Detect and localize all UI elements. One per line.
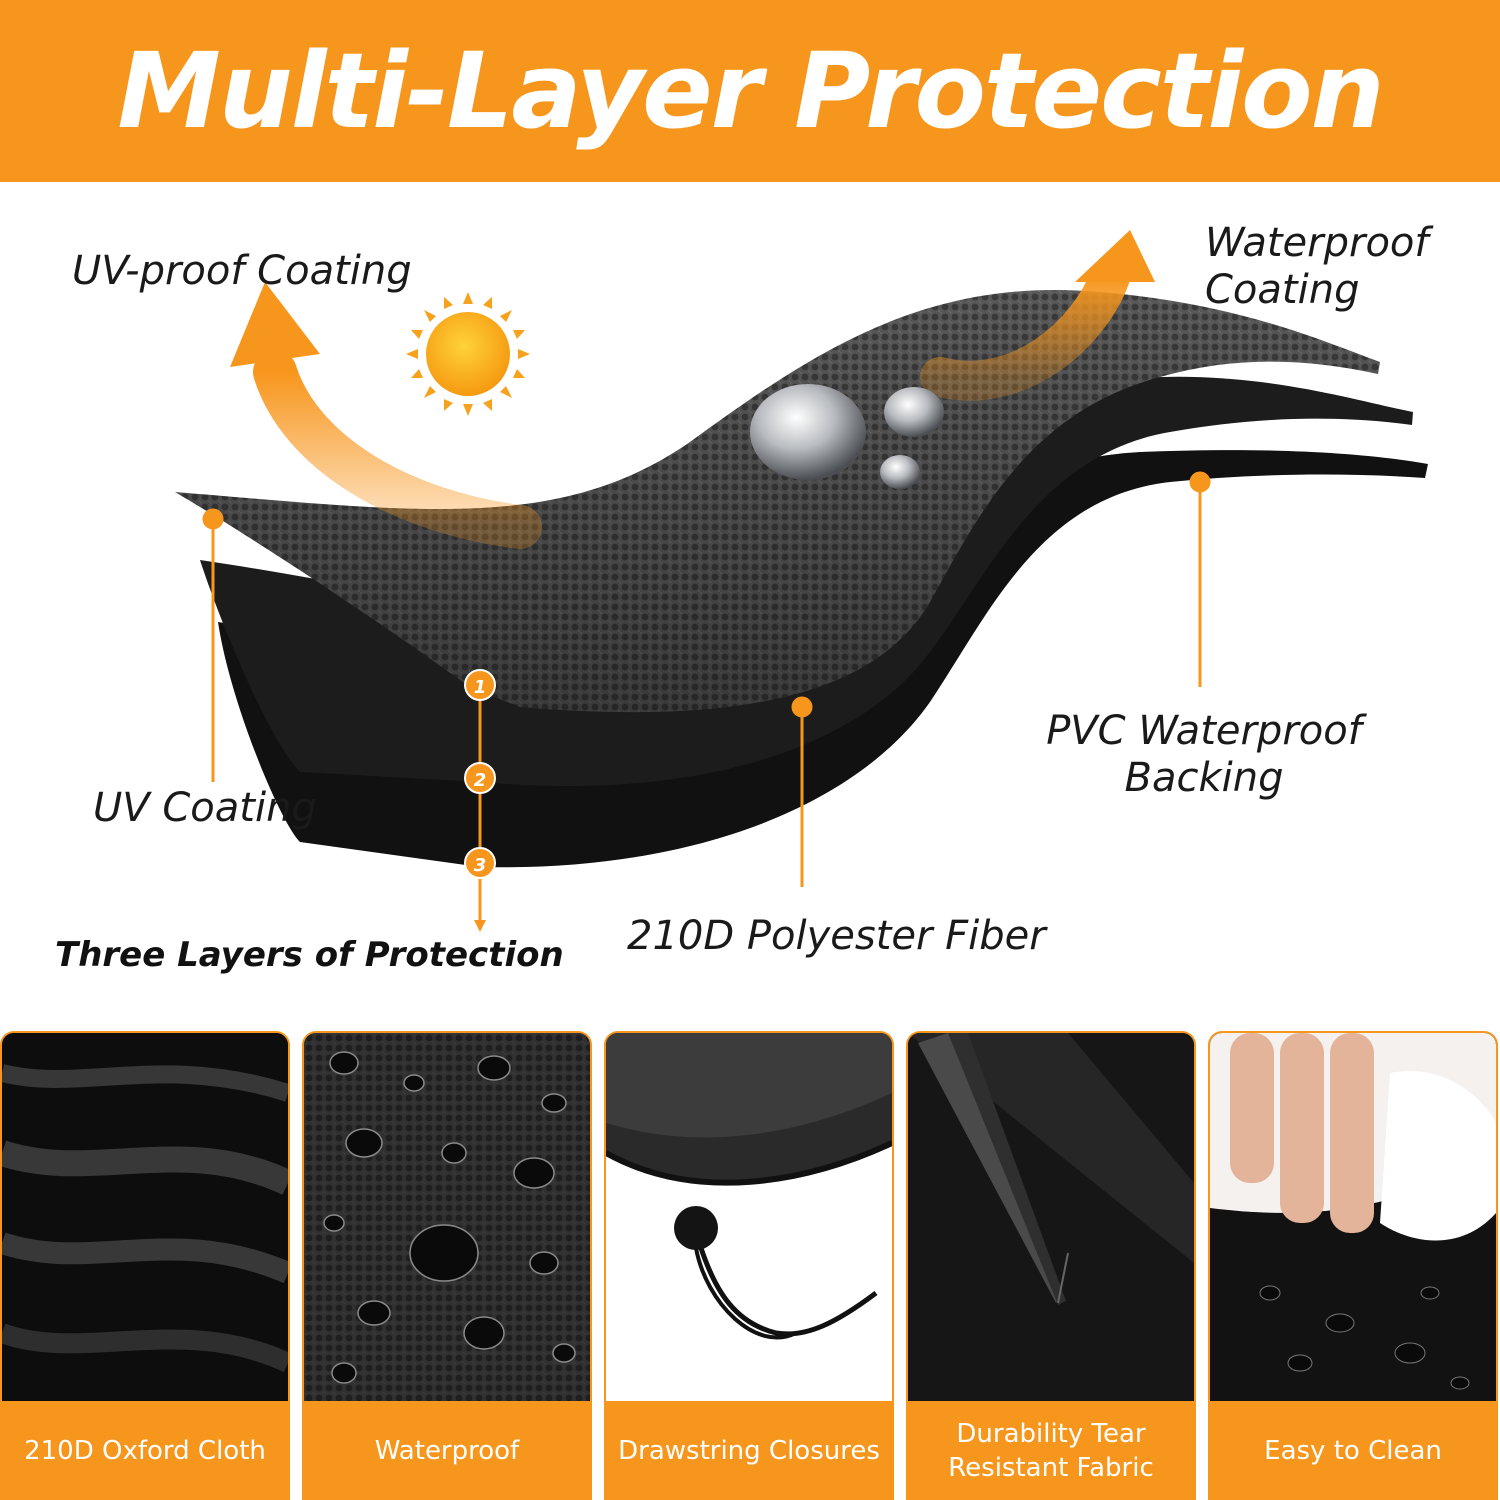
- layer-marker-2: 2: [464, 762, 496, 794]
- label-waterproof-coating: Waterproof Coating: [1205, 220, 1428, 314]
- waterproof-photo: [304, 1033, 590, 1401]
- water-arrow-icon: [920, 230, 1155, 401]
- feature-caption: 210D Oxford Cloth: [24, 1435, 266, 1466]
- uv-arrow-icon: [230, 282, 542, 549]
- water-droplet-icon: [750, 384, 944, 489]
- svg-text:3: 3: [474, 855, 487, 876]
- sun-icon: [406, 292, 530, 416]
- feature-caption: Waterproof: [374, 1435, 520, 1466]
- page-title: Multi-Layer Protection: [117, 30, 1384, 152]
- layer-diagram: 1 2 3: [0, 182, 1500, 1030]
- feature-tiles: 210D Oxford Cloth Waterproof: [0, 1031, 1500, 1500]
- label-polyester-fiber: 210D Polyester Fiber: [627, 913, 1046, 959]
- label-waterproof-line1: Waterproof: [1205, 220, 1429, 266]
- label-pvc-line1: PVC Waterproof: [1046, 708, 1362, 754]
- svg-text:1: 1: [474, 677, 487, 698]
- drawstring-photo: [606, 1033, 892, 1401]
- label-uv-coating: UV Coating: [93, 785, 317, 831]
- tear-resistant-photo: [908, 1033, 1194, 1401]
- oxford-cloth-photo: [2, 1033, 288, 1401]
- layer-marker-1: 1: [464, 669, 496, 701]
- label-three-layers: Three Layers of Protection: [55, 935, 564, 975]
- feature-caption: Easy to Clean: [1264, 1435, 1442, 1466]
- title-banner: Multi-Layer Protection: [0, 0, 1500, 182]
- feature-tile-oxford-cloth: 210D Oxford Cloth: [0, 1031, 290, 1500]
- label-uv-proof-coating: UV-proof Coating: [72, 248, 412, 294]
- label-waterproof-line2: Coating: [1205, 267, 1360, 313]
- layer-marker-3: 3: [464, 847, 496, 879]
- leader-lines: [202, 471, 1211, 932]
- feature-tile-easy-clean: Easy to Clean: [1208, 1031, 1498, 1500]
- feature-caption: Drawstring Closures: [618, 1435, 880, 1466]
- feature-tile-waterproof: Waterproof: [302, 1031, 592, 1500]
- svg-text:2: 2: [474, 770, 487, 791]
- feature-tile-drawstring: Drawstring Closures: [604, 1031, 894, 1500]
- label-pvc-backing: PVC Waterproof Backing: [1030, 708, 1378, 802]
- label-pvc-line2: Backing: [1124, 755, 1284, 801]
- easy-clean-photo: [1210, 1033, 1496, 1401]
- fabric-layers-illustration: 1 2 3: [175, 230, 1428, 932]
